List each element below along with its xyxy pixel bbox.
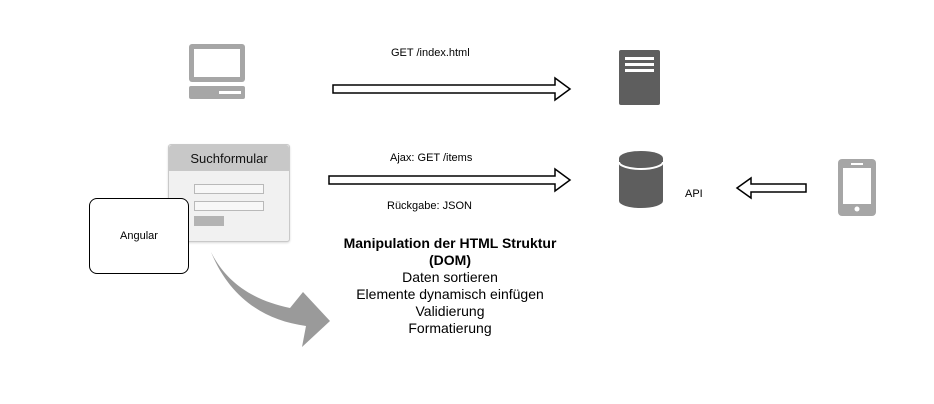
mobile-phone-icon <box>838 159 876 216</box>
search-form-window: Suchformular <box>168 144 290 242</box>
dom-manipulation-arrow <box>211 252 330 347</box>
dom-item: Validierung <box>415 303 485 319</box>
request-arrow-index <box>332 76 572 102</box>
search-form-input-1 <box>194 184 264 194</box>
dom-item: Elemente dynamisch einfügen <box>356 286 544 302</box>
angular-box: Angular <box>89 198 189 274</box>
database-icon <box>618 151 664 208</box>
dom-item: Daten sortieren <box>402 269 498 285</box>
dom-title-line2: (DOM) <box>429 252 471 268</box>
angular-label: Angular <box>120 230 158 242</box>
dom-item: Formatierung <box>408 320 492 336</box>
server-icon <box>619 50 660 105</box>
api-arrow <box>735 176 807 200</box>
dom-title-line1: Manipulation der HTML Struktur <box>343 235 557 251</box>
desktop-computer-icon <box>189 44 245 99</box>
request-arrow-ajax <box>328 167 572 193</box>
ajax-request-label: Ajax: GET /items <box>390 152 473 164</box>
search-form-button <box>194 216 224 226</box>
json-return-label: Rückgabe: JSON <box>387 200 472 212</box>
api-label: API <box>685 188 703 200</box>
dom-manipulation-text: Manipulation der HTML Struktur (DOM) Dat… <box>330 235 570 337</box>
search-form-title: Suchformular <box>169 145 289 171</box>
get-index-label: GET /index.html <box>391 47 470 59</box>
search-form-input-2 <box>194 201 264 211</box>
